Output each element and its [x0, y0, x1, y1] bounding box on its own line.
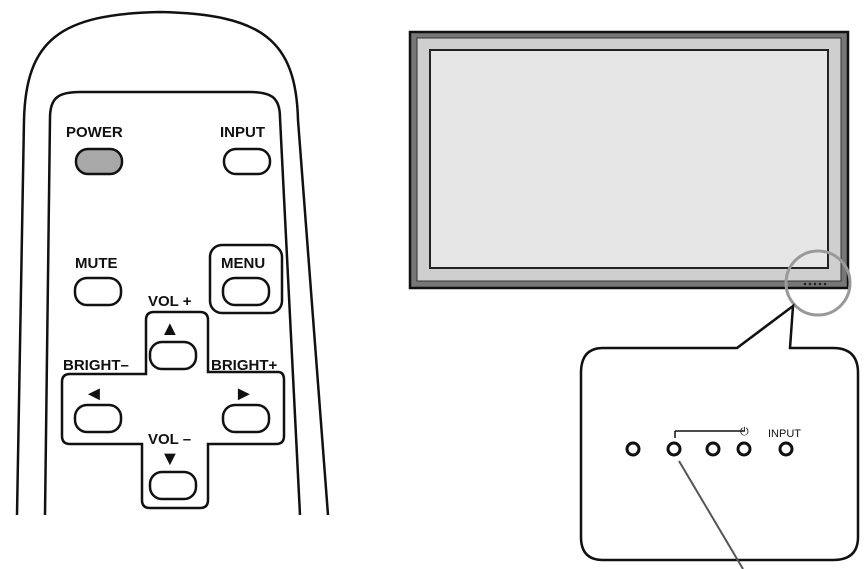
arrow-left-icon: ◄ — [84, 383, 104, 405]
monitor — [408, 30, 852, 317]
panel-power-button[interactable] — [736, 441, 752, 457]
remote-body-outline — [15, 10, 330, 516]
panel-button-dot[interactable] — [705, 441, 721, 457]
vol-down-button[interactable] — [148, 470, 198, 501]
vol-up-button[interactable] — [148, 340, 198, 371]
callout-outline — [579, 303, 860, 562]
panel-input-button[interactable] — [778, 441, 794, 457]
pointer-line — [678, 460, 744, 569]
menu-frame — [208, 243, 284, 315]
mute-label: MUTE — [75, 255, 118, 272]
bright-up-button[interactable] — [221, 403, 271, 434]
bright-down-button[interactable] — [73, 403, 123, 434]
power-label: POWER — [66, 124, 123, 141]
input-label: INPUT — [220, 124, 265, 141]
arrow-up-icon: ▲ — [160, 318, 180, 340]
callout-input-label: INPUT — [768, 428, 801, 440]
highlight-circle — [784, 249, 852, 317]
monitor-screen — [429, 49, 829, 269]
mute-button[interactable] — [73, 276, 123, 307]
bright-down-label: BRIGHT– — [63, 357, 129, 374]
dpad-frame — [60, 310, 286, 510]
vol-up-label: VOL + — [148, 293, 192, 310]
panel-led-dot — [666, 441, 682, 457]
monitor-indicator-dots — [803, 282, 827, 286]
arrow-down-icon: ▼ — [160, 448, 180, 470]
bright-up-label: BRIGHT+ — [211, 357, 277, 374]
power-button[interactable] — [74, 147, 124, 176]
vol-down-label: VOL – — [148, 431, 191, 448]
remote-button-panel — [43, 90, 302, 516]
callout-bubble: ⏻ INPUT — [579, 303, 860, 569]
arrow-right-icon: ► — [234, 383, 254, 405]
input-button[interactable] — [222, 147, 272, 176]
menu-label: MENU — [221, 255, 265, 272]
power-symbol-icon: ⏻ — [740, 425, 749, 438]
panel-sensor-dot — [625, 441, 641, 457]
menu-button[interactable] — [221, 276, 271, 307]
remote-control: POWER INPUT MUTE MENU VOL + ▲ BRIGHT– ◄ … — [15, 10, 330, 516]
